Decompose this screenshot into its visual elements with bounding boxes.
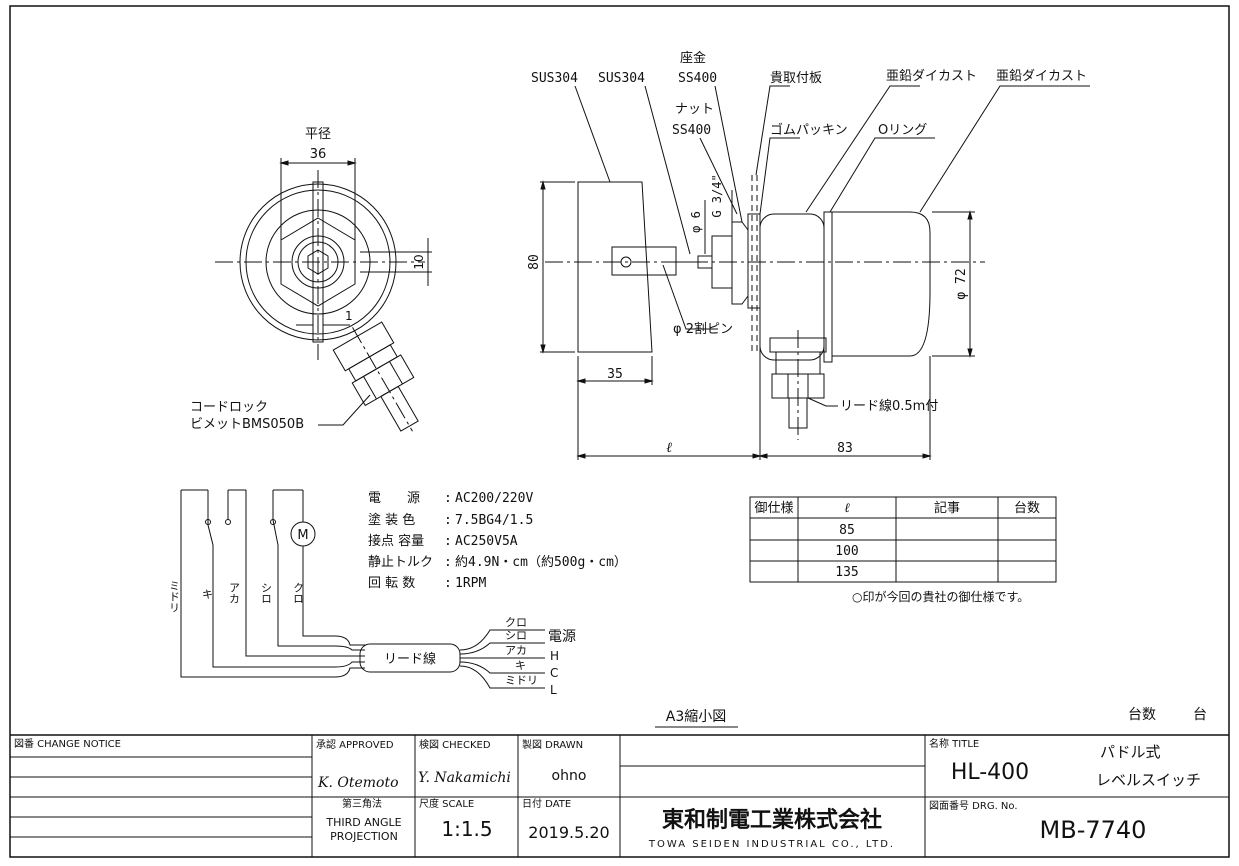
spec-colon: : (444, 534, 452, 549)
dim-1: 1 (345, 309, 353, 323)
wiring-diagram (180, 489, 545, 689)
wire-label-ki: キ (202, 588, 213, 601)
drawing-number-label: 図面番号 DRG. No. (929, 800, 1018, 812)
wire-label-kuro: クロ (292, 582, 305, 604)
spec-label: 電 源 (368, 491, 420, 506)
approved-header: 承認 APPROVED (316, 738, 394, 751)
spec-value: AC250V5A (455, 534, 518, 549)
table-header-l: ℓ (844, 501, 850, 516)
spec-value: AC200/220V (455, 491, 533, 506)
motor-symbol: M (297, 528, 308, 543)
dim-phi6: φ 6 (689, 211, 703, 233)
spec-value: 約4.9N・cm（約500g・cm） (455, 555, 627, 570)
lead-wire-box-label: リード線 (384, 651, 436, 667)
label-lead-wire: リード線0.5m付 (840, 398, 938, 414)
spec-value: 1RPM (455, 576, 486, 591)
spec-list: 電 源 : AC200/220V 塗 装 色 : 7.5BG4/1.5 接点 容… (368, 491, 627, 591)
label-packing: ゴムパッキン (770, 122, 848, 138)
title-label: 名称 TITLE (929, 737, 979, 750)
out-label-kuro: クロ (505, 616, 527, 629)
out-label-shiro: シロ (505, 629, 527, 642)
scale-label: 尺度 SCALE (419, 797, 474, 810)
spec-value: 7.5BG4/1.5 (455, 513, 533, 528)
out-label-ki: キ (515, 659, 526, 672)
drawn-name: ohno (552, 768, 587, 784)
out-label-aka: アカ (505, 644, 527, 657)
cord-lock-model: ビメットBMS050B (190, 417, 304, 432)
table-header-qty: 台数 (1014, 501, 1040, 516)
quantity-label: 台数 (1128, 707, 1156, 723)
spec-colon: : (444, 491, 452, 506)
label-nut-material: SS400 (672, 123, 711, 138)
spec-colon: : (444, 513, 452, 528)
label-nut: ナット (675, 102, 714, 117)
table-cell-l: 135 (835, 565, 858, 580)
product-name-2: レベルスイッチ (1096, 771, 1201, 789)
table-cell-l: 85 (839, 523, 855, 538)
dim-10: 10 (412, 254, 426, 269)
spec-label: 静止トルク (368, 555, 433, 570)
label-zinc-a: 亜鉛ダイカスト (886, 69, 977, 84)
checked-header: 検図 CHECKED (419, 738, 491, 751)
power-label: 電源 (548, 629, 576, 645)
terminal-c: C (550, 666, 558, 680)
change-notice-header: 図番 CHANGE NOTICE (14, 738, 121, 750)
date-value: 2019.5.20 (528, 823, 609, 842)
label-sus304-b: SUS304 (598, 71, 645, 86)
dim-g34: G 3/4" (710, 174, 724, 217)
label-washer-material: SS400 (678, 71, 717, 86)
company-name-jp: 東和制電工業株式会社 (662, 807, 882, 833)
dim-83: 83 (837, 441, 853, 456)
wire-label-shiro: シロ (260, 582, 273, 604)
cord-lock-label: コードロック (190, 400, 268, 415)
terminal-l: L (550, 683, 557, 697)
spec-colon: : (444, 555, 452, 570)
spec-colon: : (444, 576, 452, 591)
terminal-h: H (550, 649, 559, 663)
model-number: HL-400 (951, 760, 1029, 785)
spec-table-grid (749, 496, 1057, 583)
dim-l: ℓ (666, 440, 672, 456)
label-oring: Oリング (878, 123, 927, 138)
quantity-unit: 台 (1193, 707, 1207, 723)
drawing-number: MB-7740 (1040, 816, 1147, 844)
flat-label: 平径 (305, 127, 331, 142)
dim-36: 36 (310, 147, 327, 162)
reduced-label: A3縮小図 (666, 709, 726, 725)
table-header-note: 記事 (934, 500, 960, 516)
label-plate: 貴取付板 (770, 71, 822, 86)
wire-label-aka: アカ (228, 582, 241, 604)
projection-label: 第三角法 (342, 797, 382, 810)
spec-label: 接点 容量 (368, 533, 424, 549)
table-note: ○印が今回の貴社の御仕様です。 (852, 589, 1029, 604)
dim-35: 35 (607, 367, 623, 382)
spec-label: 回 転 数 (368, 576, 415, 591)
label-washer: 座金 (680, 50, 706, 66)
date-label: 日付 DATE (522, 797, 571, 810)
dim-80: 80 (527, 254, 542, 270)
side-view (540, 85, 1090, 460)
dim-phi72: φ 72 (954, 268, 969, 299)
drawn-header: 製図 DRAWN (522, 738, 583, 751)
table-header-spec: 御仕様 (754, 501, 793, 516)
label-split-pin: φ 2割ピン (673, 321, 733, 337)
label-zinc-b: 亜鉛ダイカスト (996, 69, 1087, 84)
checked-signature: Y. Nakamichi (418, 770, 511, 786)
front-view (215, 158, 432, 432)
label-sus304-a: SUS304 (531, 71, 578, 86)
company-name-en: TOWA SEIDEN INDUSTRIAL CO., LTD. (648, 839, 895, 850)
title-block-grid (10, 734, 1229, 857)
projection-line-1: THIRD ANGLE (325, 816, 401, 829)
spec-label: 塗 装 色 (368, 512, 415, 528)
approved-signature: K. Otemoto (317, 775, 399, 791)
out-label-midori: ミドリ (505, 674, 538, 687)
wire-label-midori: ミドリ (168, 580, 181, 613)
product-name-1: パドル式 (1100, 743, 1160, 761)
table-cell-l: 100 (835, 544, 858, 559)
projection-line-2: PROJECTION (330, 830, 398, 843)
scale-value: 1:1.5 (441, 817, 492, 841)
